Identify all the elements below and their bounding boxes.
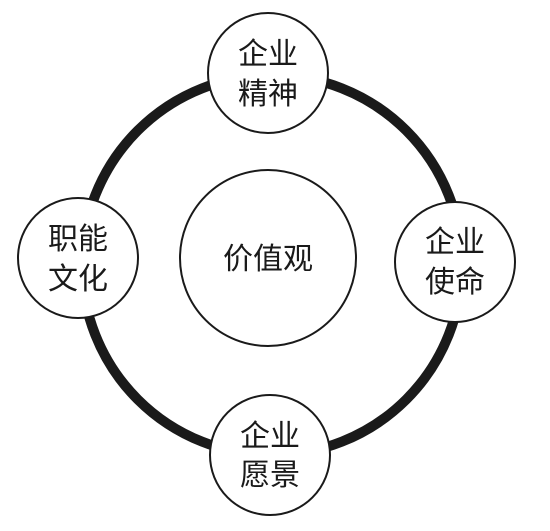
bottom-node-circle [209, 394, 331, 516]
right-node-circle [394, 201, 516, 323]
right-node-line2: 使命 [425, 265, 485, 300]
top-node: 企业 精神 [207, 12, 329, 134]
bottom-node-line2: 愿景 [240, 458, 300, 493]
left-node-circle [17, 197, 139, 319]
left-node-line1: 职能 [48, 222, 108, 257]
top-node-circle [207, 12, 329, 134]
right-node-line1: 企业 [425, 225, 485, 260]
top-node-line1: 企业 [238, 37, 298, 72]
bottom-node: 企业 愿景 [209, 394, 331, 516]
left-node: 职能 文化 [17, 197, 139, 319]
left-node-line2: 文化 [48, 262, 108, 297]
bottom-node-line1: 企业 [240, 419, 300, 454]
center-node: 价值观 [179, 169, 357, 347]
center-node-circle [179, 169, 357, 347]
right-node: 企业 使命 [394, 201, 516, 323]
center-node-label: 价值观 [223, 242, 313, 277]
top-node-line2: 精神 [238, 77, 298, 112]
